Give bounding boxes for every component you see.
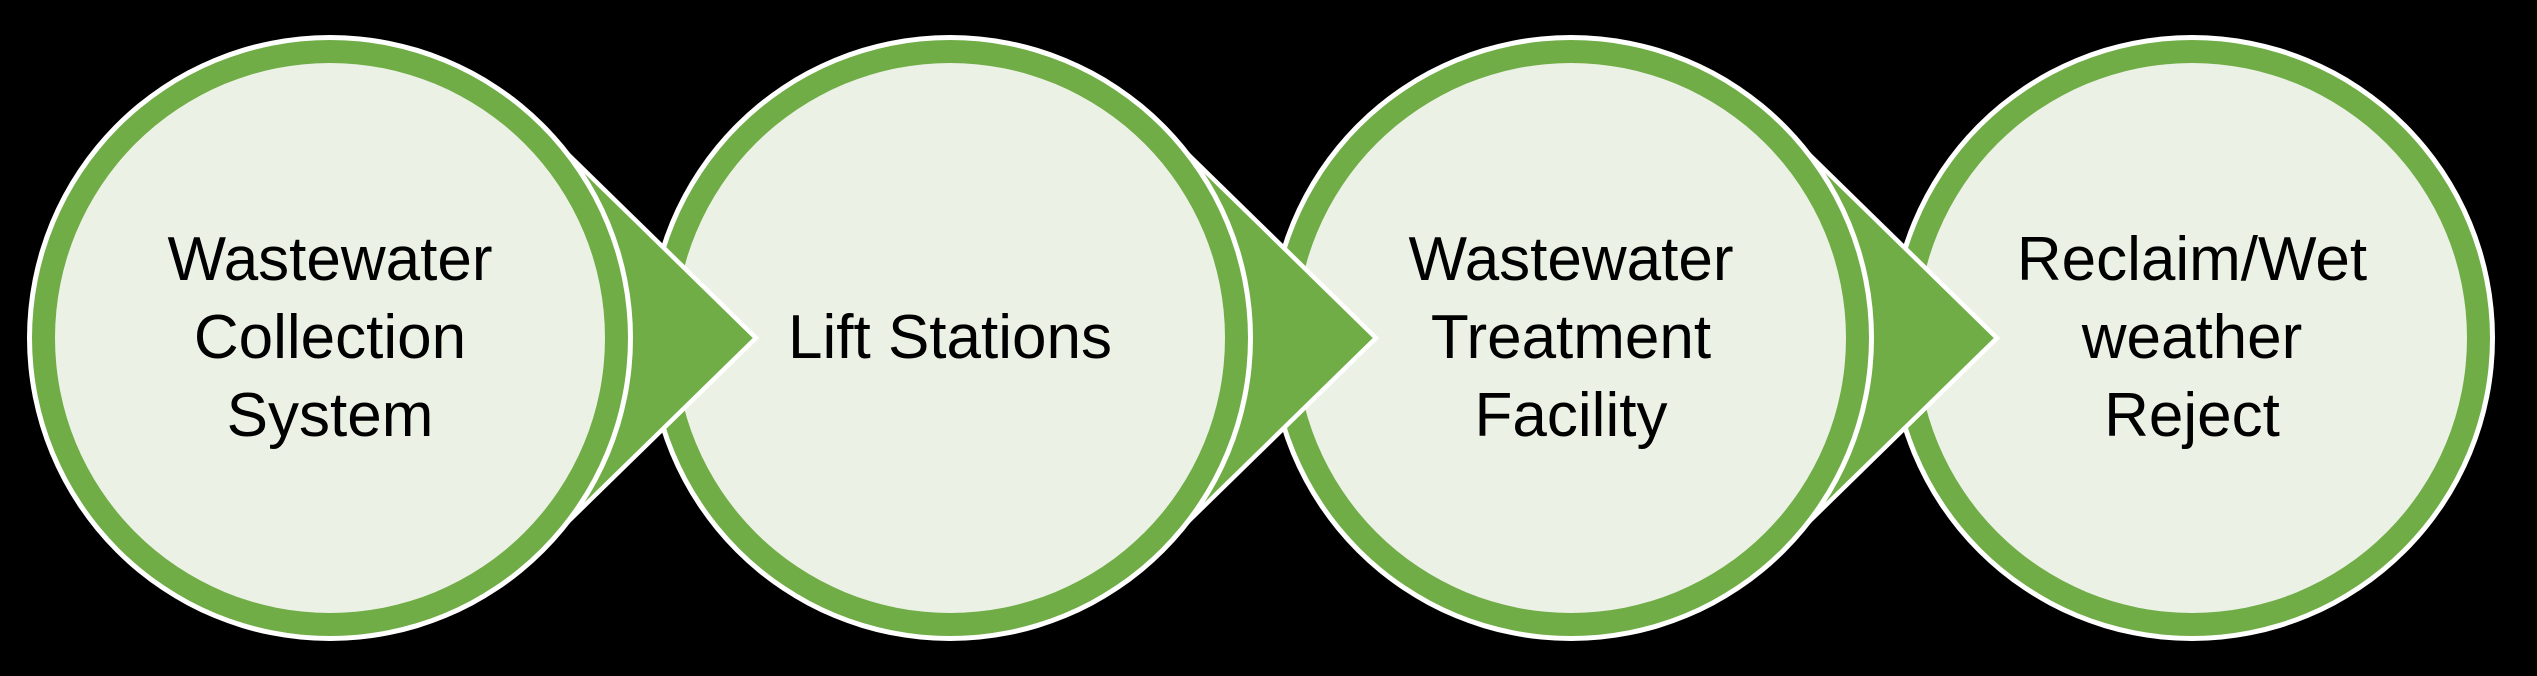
- circle-fill: [1917, 63, 2467, 613]
- step-circle-3: [1268, 35, 1874, 641]
- step-label-wastewater-collection-system: Wastewater Collection System: [130, 35, 530, 641]
- label-line: Wastewater: [1408, 225, 1734, 294]
- label-line: Wastewater: [167, 225, 493, 294]
- step-label-wastewater-treatment-facility: Wastewater Treatment Facility: [1371, 35, 1771, 641]
- step-circle-1: [27, 35, 633, 641]
- label-line: weather: [2081, 303, 2303, 372]
- circle-fill: [1296, 63, 1846, 613]
- label-line: Treatment: [1430, 303, 1712, 372]
- label-line: System: [226, 381, 434, 450]
- step-circle-2: [647, 35, 1253, 641]
- label-line: Collection: [193, 303, 467, 372]
- step-circle-4: [1889, 35, 2495, 641]
- label-line: Lift Stations: [788, 303, 1112, 372]
- label-line: Reclaim/Wet: [2016, 225, 2368, 294]
- step-label-lift-stations: Lift Stations: [750, 35, 1150, 641]
- label-line: Reject: [2104, 381, 2280, 450]
- circle-fill: [675, 63, 1225, 613]
- label-line: Facility: [1474, 381, 1668, 450]
- step-label-reclaim-wet-weather-reject: Reclaim/Wet weather Reject: [1992, 35, 2392, 641]
- circle-fill: [55, 63, 605, 613]
